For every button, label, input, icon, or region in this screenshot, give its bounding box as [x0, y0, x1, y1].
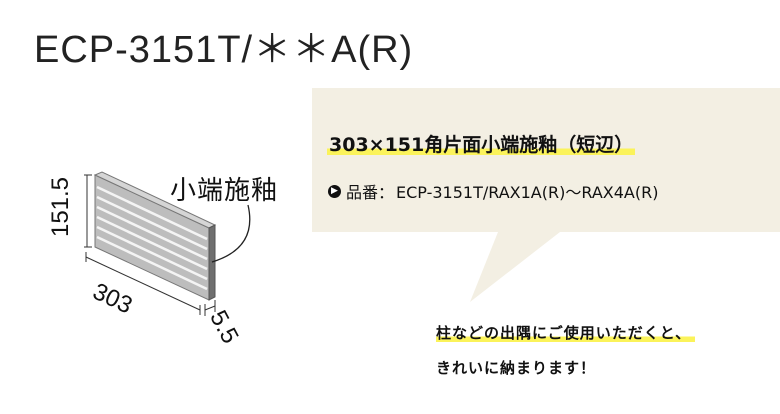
note-line-2: きれいに納まります！	[436, 359, 597, 377]
dimension-height: 151.5	[47, 176, 75, 238]
page-title: ECP-3151T/＊＊A(R)	[34, 29, 414, 71]
product-number-line: ▶ 品番： ECP-3151T/RAX1A(R)〜RAX4A(R)	[328, 179, 658, 203]
note-line-1: 柱などの出隅にご使用いただくと、	[436, 322, 696, 343]
glazed-edge-label: 小端施釉	[170, 176, 279, 206]
product-number-code: ECP-3151T/RAX1A(R)〜RAX4A(R)	[396, 183, 659, 202]
circle-arrow-right-icon: ▶	[328, 184, 341, 198]
product-number-label: 品番：	[346, 183, 395, 202]
product-heading: 303×151角片面小端施釉（短辺）	[327, 130, 636, 157]
